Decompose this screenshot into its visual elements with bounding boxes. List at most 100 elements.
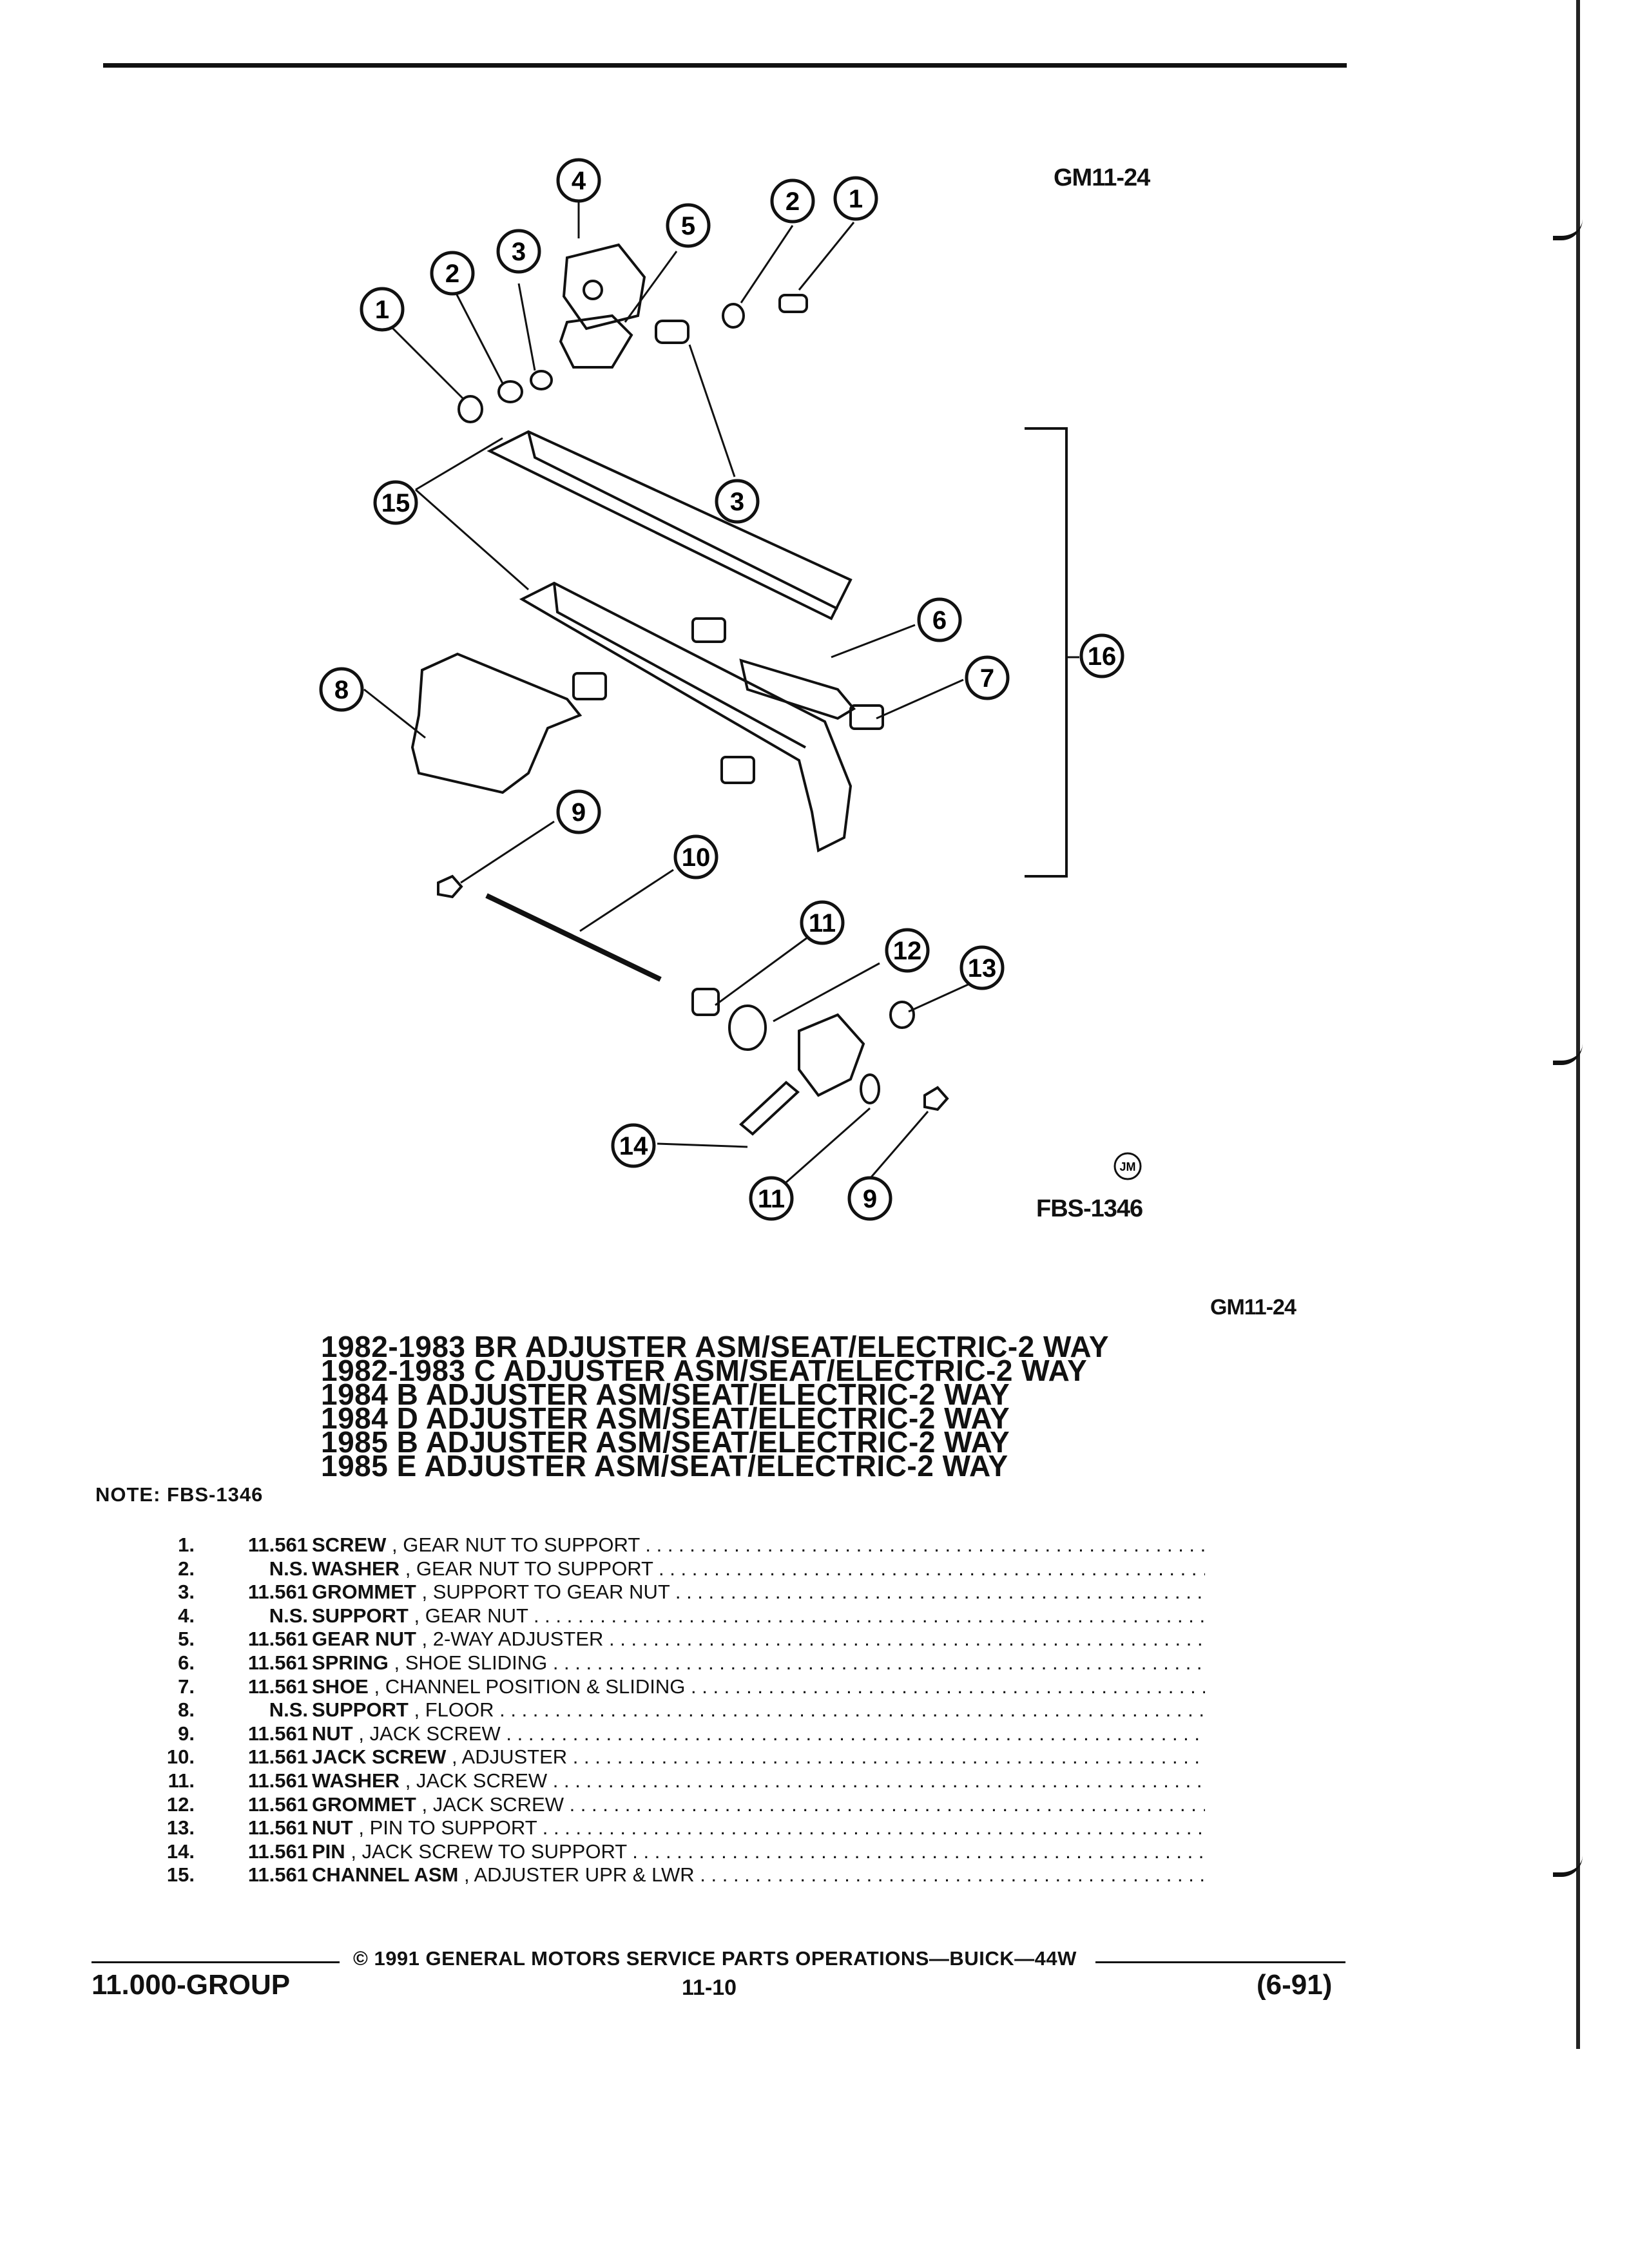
nut-left-shape <box>437 874 463 899</box>
part-description: JACK SCREW , ADJUSTER <box>312 1745 1205 1769</box>
callout-9b: 9 <box>847 1176 892 1221</box>
part-number: 7. <box>178 1675 195 1698</box>
callout-1: 1 <box>360 287 405 332</box>
grommet-jack-shape <box>728 1004 767 1051</box>
part-group-code: 11.561 <box>247 1745 308 1769</box>
part-name: PIN <box>312 1840 345 1863</box>
part-group-code: 11.561 <box>247 1675 308 1698</box>
part-number: 15. <box>166 1863 195 1887</box>
footer-rule-right <box>1095 1961 1345 1963</box>
part-name: SHOE <box>312 1675 369 1698</box>
part-detail: , JACK SCREW <box>358 1722 501 1745</box>
callout-label: 3 <box>730 488 744 516</box>
gear-nut-shape <box>559 314 633 369</box>
support-gear-nut-shape <box>562 243 646 331</box>
part-name: GROMMET <box>312 1792 416 1816</box>
leader-lines <box>363 200 1079 1184</box>
callout-8: 8 <box>319 667 364 712</box>
washer-left-shape <box>497 380 523 403</box>
callout-label: 12 <box>893 937 922 965</box>
part-name: SPRING <box>312 1651 389 1674</box>
jack-screw-shape <box>485 893 662 982</box>
part-name: CHANNEL ASM <box>312 1863 459 1887</box>
part-group-code: 11.561 <box>247 1533 308 1556</box>
part-name: WASHER <box>312 1557 400 1580</box>
part-name: GEAR NUT <box>312 1628 416 1651</box>
callout-label: 3 <box>512 238 526 266</box>
assembly-titles: 1982-1983 BR ADJUSTER ASM/SEAT/ELECTRIC-… <box>321 1332 1109 1483</box>
part-group-code: 11.561 <box>247 1863 308 1887</box>
callout-10: 10 <box>673 834 718 879</box>
part-detail: , 2-WAY ADJUSTER <box>421 1628 604 1651</box>
screw-right-shape <box>778 294 808 313</box>
title-line: 1985 E ADJUSTER ASM/SEAT/ELECTRIC-2 WAY <box>321 1449 1008 1483</box>
part-detail: , JACK SCREW TO SUPPORT <box>351 1840 627 1863</box>
part-detail: , GEAR NUT TO SUPPORT <box>405 1557 653 1580</box>
title-line: 1985 B ADJUSTER ASM/SEAT/ELECTRIC-2 WAY <box>321 1425 1010 1459</box>
top-rule <box>103 63 1347 68</box>
part-group-code: 11.561 <box>247 1769 308 1792</box>
part-group-code: 11.561 <box>247 1840 308 1863</box>
part-description: SCREW , GEAR NUT TO SUPPORT <box>312 1533 1205 1557</box>
part-name: WASHER <box>312 1769 400 1792</box>
washer-right-shape <box>722 303 745 329</box>
callout-label: 2 <box>445 260 459 288</box>
lower-channel-edge <box>553 582 806 749</box>
part-number: 1. <box>178 1533 195 1556</box>
part-name: SUPPORT <box>312 1698 409 1722</box>
callout-label: 14 <box>619 1132 648 1160</box>
part-number: 12. <box>166 1792 195 1816</box>
callout-label: 7 <box>980 664 994 693</box>
part-description: GEAR NUT , 2-WAY ADJUSTER <box>312 1628 1205 1651</box>
part-detail: , JACK SCREW <box>405 1769 548 1792</box>
part-number: 2. <box>178 1557 195 1580</box>
callout-label: 6 <box>932 606 947 635</box>
footer-date: (6-91) <box>1257 1969 1333 2001</box>
callout-4: 4 <box>556 158 601 203</box>
jack-support-shape <box>798 1013 865 1097</box>
part-description: SPRING , SHOE SLIDING <box>312 1651 1205 1675</box>
part-description: SUPPORT , FLOOR <box>312 1698 1205 1722</box>
callout-2: 2 <box>430 251 475 296</box>
footer-group: 11.000-GROUP <box>92 1969 291 2001</box>
part-group-code: N.S. <box>269 1557 308 1580</box>
callout-label: 1 <box>375 296 389 324</box>
part-group-code: N.S. <box>269 1604 308 1627</box>
callout-7: 7 <box>965 655 1010 700</box>
diagram-drawing: 1 2 3 4 5 2 1 3 15 6 16 8 7 9 10 11 12 1… <box>319 158 1142 1221</box>
part-number: 11. <box>168 1769 195 1792</box>
shoe-a-shape <box>691 617 726 643</box>
parts-row: 8.N.S.SUPPORT , FLOOR <box>155 1698 1205 1722</box>
part-description: NUT , PIN TO SUPPORT <box>312 1816 1205 1840</box>
shoe-d-shape <box>720 756 755 784</box>
washer-jack-shape <box>691 988 720 1016</box>
callout-label: 8 <box>334 676 349 704</box>
callout-12: 12 <box>885 928 930 973</box>
part-group-code: N.S. <box>269 1698 308 1722</box>
spring-shape <box>739 658 856 720</box>
callout-6: 6 <box>917 597 962 642</box>
callout-label: 15 <box>381 489 410 517</box>
part-group-code: 11.561 <box>247 1628 308 1651</box>
figure-ref-top: GM11-24 <box>1054 164 1150 191</box>
part-detail: , ADJUSTER <box>452 1745 568 1769</box>
callout-9: 9 <box>556 789 601 834</box>
title-line: 1982-1983 C ADJUSTER ASM/SEAT/ELECTRIC-2… <box>321 1354 1088 1387</box>
parts-row: 4.N.S.SUPPORT , GEAR NUT <box>155 1604 1205 1628</box>
lower-channel-shape <box>519 581 853 852</box>
assembly-bracket <box>1025 427 1068 878</box>
part-detail: , SUPPORT TO GEAR NUT <box>421 1581 670 1604</box>
part-name: NUT <box>312 1722 353 1745</box>
floor-support-shape <box>410 652 583 794</box>
part-number: 13. <box>166 1816 195 1840</box>
part-group-code: 11.561 <box>247 1581 308 1604</box>
part-detail: , PIN TO SUPPORT <box>358 1816 537 1840</box>
part-description: PIN , JACK SCREW TO SUPPORT <box>312 1840 1205 1863</box>
